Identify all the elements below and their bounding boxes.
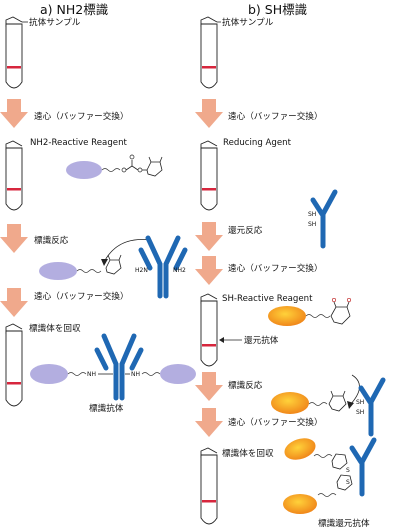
reaction-arrow bbox=[103, 239, 151, 263]
tube-product-nh2 bbox=[5, 323, 23, 407]
arrow-head bbox=[219, 337, 224, 343]
nh2-label-molecule bbox=[160, 364, 196, 384]
half-antibody-icon bbox=[358, 377, 386, 437]
thiol-label: SH bbox=[308, 211, 316, 218]
tube-sh-reagent bbox=[200, 293, 218, 367]
step-arrow bbox=[0, 288, 28, 317]
succinimide-icon bbox=[336, 474, 353, 491]
half-antibody-icon bbox=[349, 437, 377, 497]
arrow-head bbox=[347, 401, 354, 409]
tube-sample-nh2 bbox=[5, 16, 23, 89]
linker-wavy bbox=[305, 314, 331, 318]
step-label: 遠心（バッファー交換） bbox=[34, 110, 129, 122]
step-label: NH2-Reactive Reagent bbox=[30, 138, 128, 148]
reduced-antibody-label: 還元抗体 bbox=[244, 334, 279, 346]
amide-label: NH bbox=[87, 371, 96, 378]
step-label: 標識体を回収 bbox=[29, 322, 81, 334]
step-arrow bbox=[195, 256, 223, 285]
linker-wavy bbox=[313, 454, 333, 458]
nh2-label-molecule bbox=[66, 161, 102, 179]
thiol-label: SH bbox=[356, 409, 364, 416]
nh2-label-molecule bbox=[30, 364, 68, 384]
amine-label: NH2 bbox=[173, 267, 186, 274]
thioether-label: S bbox=[346, 479, 350, 486]
tube-reagent-nh2 bbox=[5, 140, 23, 211]
step-label: 標識反応 bbox=[34, 234, 69, 246]
linker-wavy bbox=[76, 269, 102, 273]
thioether-label: S bbox=[346, 467, 350, 474]
tube-reducing-sh bbox=[200, 140, 218, 211]
step-label: 遠心（バッファー交換） bbox=[34, 290, 129, 302]
product-label: 標識抗体 bbox=[89, 402, 124, 414]
step-label: 抗体サンプル bbox=[29, 16, 81, 28]
nhs-ester-icon bbox=[121, 154, 163, 177]
step-label: 抗体サンプル bbox=[222, 16, 274, 28]
linker-wavy bbox=[101, 168, 121, 172]
nhs-ester-icon bbox=[105, 254, 122, 275]
step-label: 遠心（バッファー交換） bbox=[228, 416, 323, 428]
antibody-icon bbox=[138, 235, 188, 299]
amide-label: NH bbox=[131, 371, 140, 378]
tube-product-sh bbox=[200, 447, 218, 525]
sh-label-molecule bbox=[283, 494, 317, 514]
linker-wavy bbox=[141, 372, 161, 376]
step-arrow bbox=[195, 99, 223, 128]
maleimide-icon bbox=[330, 297, 352, 325]
amine-label: H2N bbox=[135, 267, 148, 274]
step-arrow bbox=[195, 372, 223, 401]
linker-wavy bbox=[67, 372, 87, 376]
nh2-heading: a) NH2標識 bbox=[40, 2, 108, 17]
step-label: 標識体を回収 bbox=[222, 447, 274, 459]
step-label: SH-Reactive Reagent bbox=[222, 294, 313, 304]
product-label: 標識還元抗体 bbox=[318, 517, 370, 529]
step-label: 標識反応 bbox=[228, 379, 263, 391]
sh-label-molecule bbox=[271, 392, 309, 414]
step-label: Reducing Agent bbox=[223, 138, 292, 148]
maleimide-icon bbox=[328, 390, 347, 412]
linker-wavy bbox=[308, 402, 328, 406]
sh-label-molecule bbox=[284, 438, 316, 460]
step-label: 遠心（バッファー交換） bbox=[228, 110, 323, 122]
thiol-label: SH bbox=[308, 221, 316, 228]
tube-sample-sh bbox=[200, 16, 218, 89]
antibody-icon bbox=[94, 333, 144, 401]
succinimide-icon bbox=[331, 453, 348, 470]
step-arrow bbox=[195, 222, 223, 251]
step-arrow bbox=[195, 408, 223, 437]
arrow-head bbox=[101, 259, 108, 266]
sh-label-molecule bbox=[268, 306, 306, 326]
half-antibody-icon bbox=[310, 189, 338, 249]
sh-heading: b) SH標識 bbox=[248, 2, 307, 17]
step-label: 遠心（バッファー交換） bbox=[228, 262, 323, 274]
step-arrow bbox=[0, 99, 28, 128]
nh2-label-molecule bbox=[39, 262, 77, 280]
step-arrow bbox=[0, 224, 28, 253]
step-label: 還元反応 bbox=[228, 224, 263, 236]
thiol-label: SH bbox=[356, 399, 364, 406]
linker-wavy bbox=[317, 493, 337, 497]
